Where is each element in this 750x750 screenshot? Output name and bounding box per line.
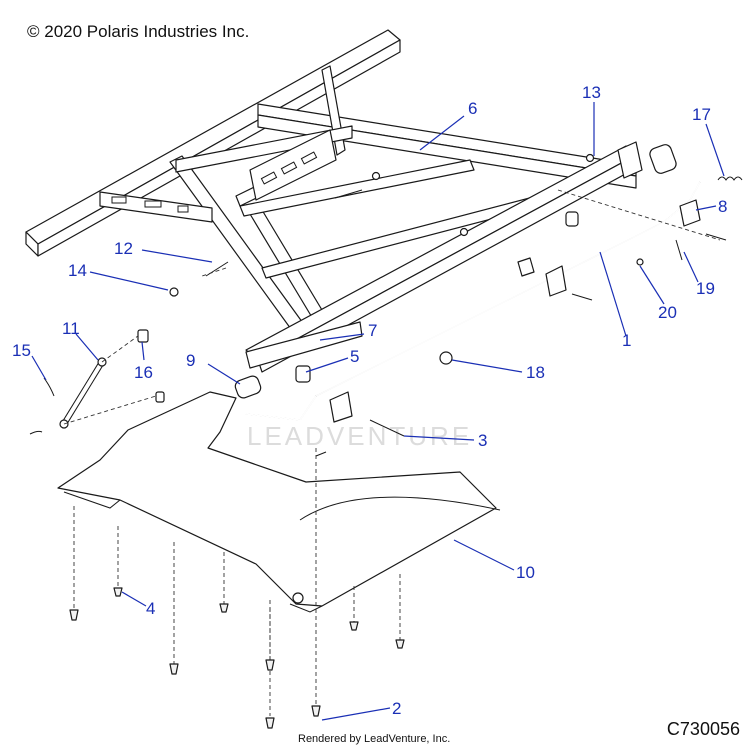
skid-fasteners — [69, 189, 721, 729]
callout-9: 9 — [186, 351, 195, 370]
callout-8: 8 — [718, 197, 727, 216]
callout-3: 3 — [478, 431, 487, 450]
diagram-code: C730056 — [666, 719, 740, 739]
callout-16: 16 — [134, 363, 153, 382]
callout-10: 10 — [516, 563, 535, 582]
callout-14: 14 — [68, 261, 87, 280]
watermark-text: LEADVENTURE — [247, 421, 472, 451]
callout-15: 15 — [12, 341, 31, 360]
gas-strut — [29, 329, 165, 435]
callout-20: 20 — [658, 303, 677, 322]
callout-leaders — [31, 102, 725, 721]
callout-6: 6 — [468, 99, 477, 118]
callout-19: 19 — [696, 279, 715, 298]
callout-5: 5 — [350, 347, 359, 366]
callout-numbers: 1 2 3 4 5 6 7 8 9 10 11 12 13 14 15 16 1… — [12, 83, 727, 718]
callout-7: 7 — [368, 321, 377, 340]
callout-2: 2 — [392, 699, 401, 718]
callout-18: 18 — [526, 363, 545, 382]
callout-17: 17 — [692, 105, 711, 124]
callout-11: 11 — [62, 319, 80, 338]
rendered-by-text: Rendered by LeadVenture, Inc. — [298, 733, 451, 745]
frame-assembly — [25, 29, 643, 373]
callout-13: 13 — [582, 83, 601, 102]
sway-bar — [234, 144, 743, 423]
copyright-text: © 2020 Polaris Industries Inc. — [27, 22, 250, 41]
callout-4: 4 — [146, 599, 155, 618]
callout-12: 12 — [114, 239, 133, 258]
callout-1: 1 — [622, 331, 631, 350]
hardware — [169, 153, 727, 457]
watermark: LEADVENTURE — [247, 421, 472, 451]
